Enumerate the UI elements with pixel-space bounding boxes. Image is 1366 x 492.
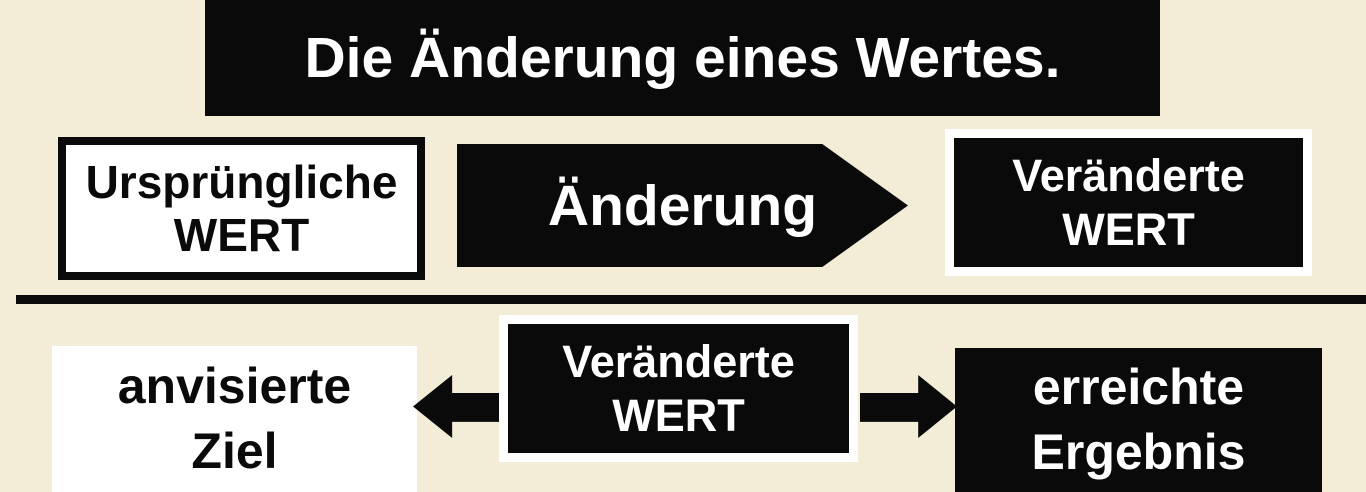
targeted-goal-box: anvisierte Ziel: [52, 346, 417, 492]
targeted-goal-line1: anvisierte: [117, 358, 352, 414]
achieved-result-box: erreichte Ergebnis: [955, 348, 1322, 492]
title-banner: Die Änderung eines Wertes.: [205, 0, 1160, 116]
targeted-goal-line2: Ziel: [191, 423, 278, 479]
arrow-right-icon: Änderung: [457, 144, 908, 267]
arrow-left-icon: [413, 375, 500, 438]
change-arrow-label: Änderung: [547, 173, 818, 238]
changed-value-box: Veränderte WERT: [945, 129, 1312, 276]
achieved-result-line2: Ergebnis: [1031, 424, 1246, 480]
changed-value-box-2: Veränderte WERT: [499, 315, 858, 462]
original-value-line2: WERT: [173, 208, 310, 261]
changed-value-line1: Veränderte: [1012, 149, 1245, 201]
arrow-right-icon-small: [860, 375, 957, 438]
changed-value-line2: WERT: [1062, 203, 1195, 255]
page-title: Die Änderung eines Wertes.: [304, 26, 1061, 90]
horizontal-divider: [16, 295, 1366, 304]
changed-value-2-line2: WERT: [612, 389, 745, 441]
original-value-line1: Ursprüngliche: [85, 155, 398, 208]
changed-value-2-line1: Veränderte: [562, 335, 795, 387]
original-value-box: Ursprüngliche WERT: [58, 137, 425, 280]
achieved-result-line1: erreichte: [1032, 359, 1245, 415]
